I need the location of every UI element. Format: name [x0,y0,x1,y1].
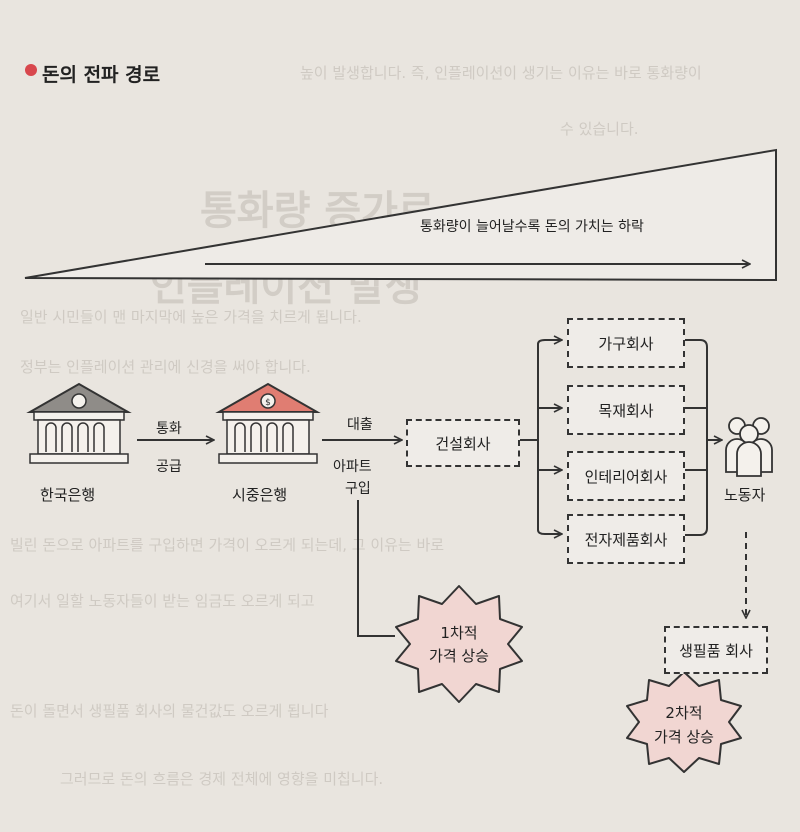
workers-label: 노동자 [724,486,766,504]
electronics-company-box: 전자제품회사 [567,514,685,564]
background-text: 정부는 인플레이션 관리에 신경을 써야 합니다. [20,358,311,376]
first-price-rise-burst [395,585,523,703]
first-burst-line2: 가격 상승 [429,647,489,665]
background-text: 돈이 돌면서 생필품 회사의 물건값도 오르게 됩니다 [10,702,329,720]
wood-company-box: 목재회사 [567,385,685,435]
bank-of-korea-icon [26,382,132,464]
background-text: 높이 발생합니다. 즉, 인플레이션이 생기는 이유는 바로 통화량이 [300,64,702,82]
background-text: 여기서 일할 노동자들이 받는 임금도 오르게 되고 [10,592,315,610]
background-text: 수 있습니다. [560,120,639,138]
bank-of-korea-label: 한국은행 [40,486,96,504]
branch-arrow-electronics [537,530,562,534]
first-burst-line1: 1차적 [440,624,478,642]
second-burst-line2: 가격 상승 [654,728,714,746]
furniture-company-box: 가구회사 [567,318,685,368]
second-price-rise-burst [626,671,742,773]
supply-label: 공급 [156,459,182,475]
interior-company-box: 인테리어회사 [567,451,685,501]
construction-company-box: 건설회사 [406,419,520,467]
branch-connector [518,344,539,530]
background-text: 그러므로 돈의 흐름은 경제 전체에 영향을 미칩니다. [60,770,384,788]
wedge-caption: 통화량이 늘어날수록 돈의 가치는 하락 [420,219,644,235]
apartment-purchase-line [357,500,395,637]
background-text: 빌린 돈으로 아파트를 구입하면 가격이 오르게 되는데, 그 이유는 바로 [10,536,445,554]
purchase-label: 구입 [345,481,371,497]
page-title: 돈의 전파 경로 [42,64,161,86]
svg-text:$: $ [265,398,271,408]
commercial-bank-icon: $ [215,382,321,464]
title-bullet-icon [25,64,37,76]
background-text: 일반 시민들이 맨 마지막에 높은 가격을 치르게 됩니다. [20,308,362,326]
necessities-company-box: 생필품 회사 [664,626,768,674]
value-decline-wedge [24,148,777,282]
branch-arrow-furniture [537,340,562,344]
apartment-label: 아파트 [333,459,372,475]
workers-icon [725,417,773,477]
loan-label: 대출 [347,417,373,433]
merge-connector [684,339,720,536]
commercial-bank-label: 시중은행 [232,486,288,504]
money-label: 통화 [156,421,182,437]
second-burst-line1: 2차적 [665,704,703,722]
